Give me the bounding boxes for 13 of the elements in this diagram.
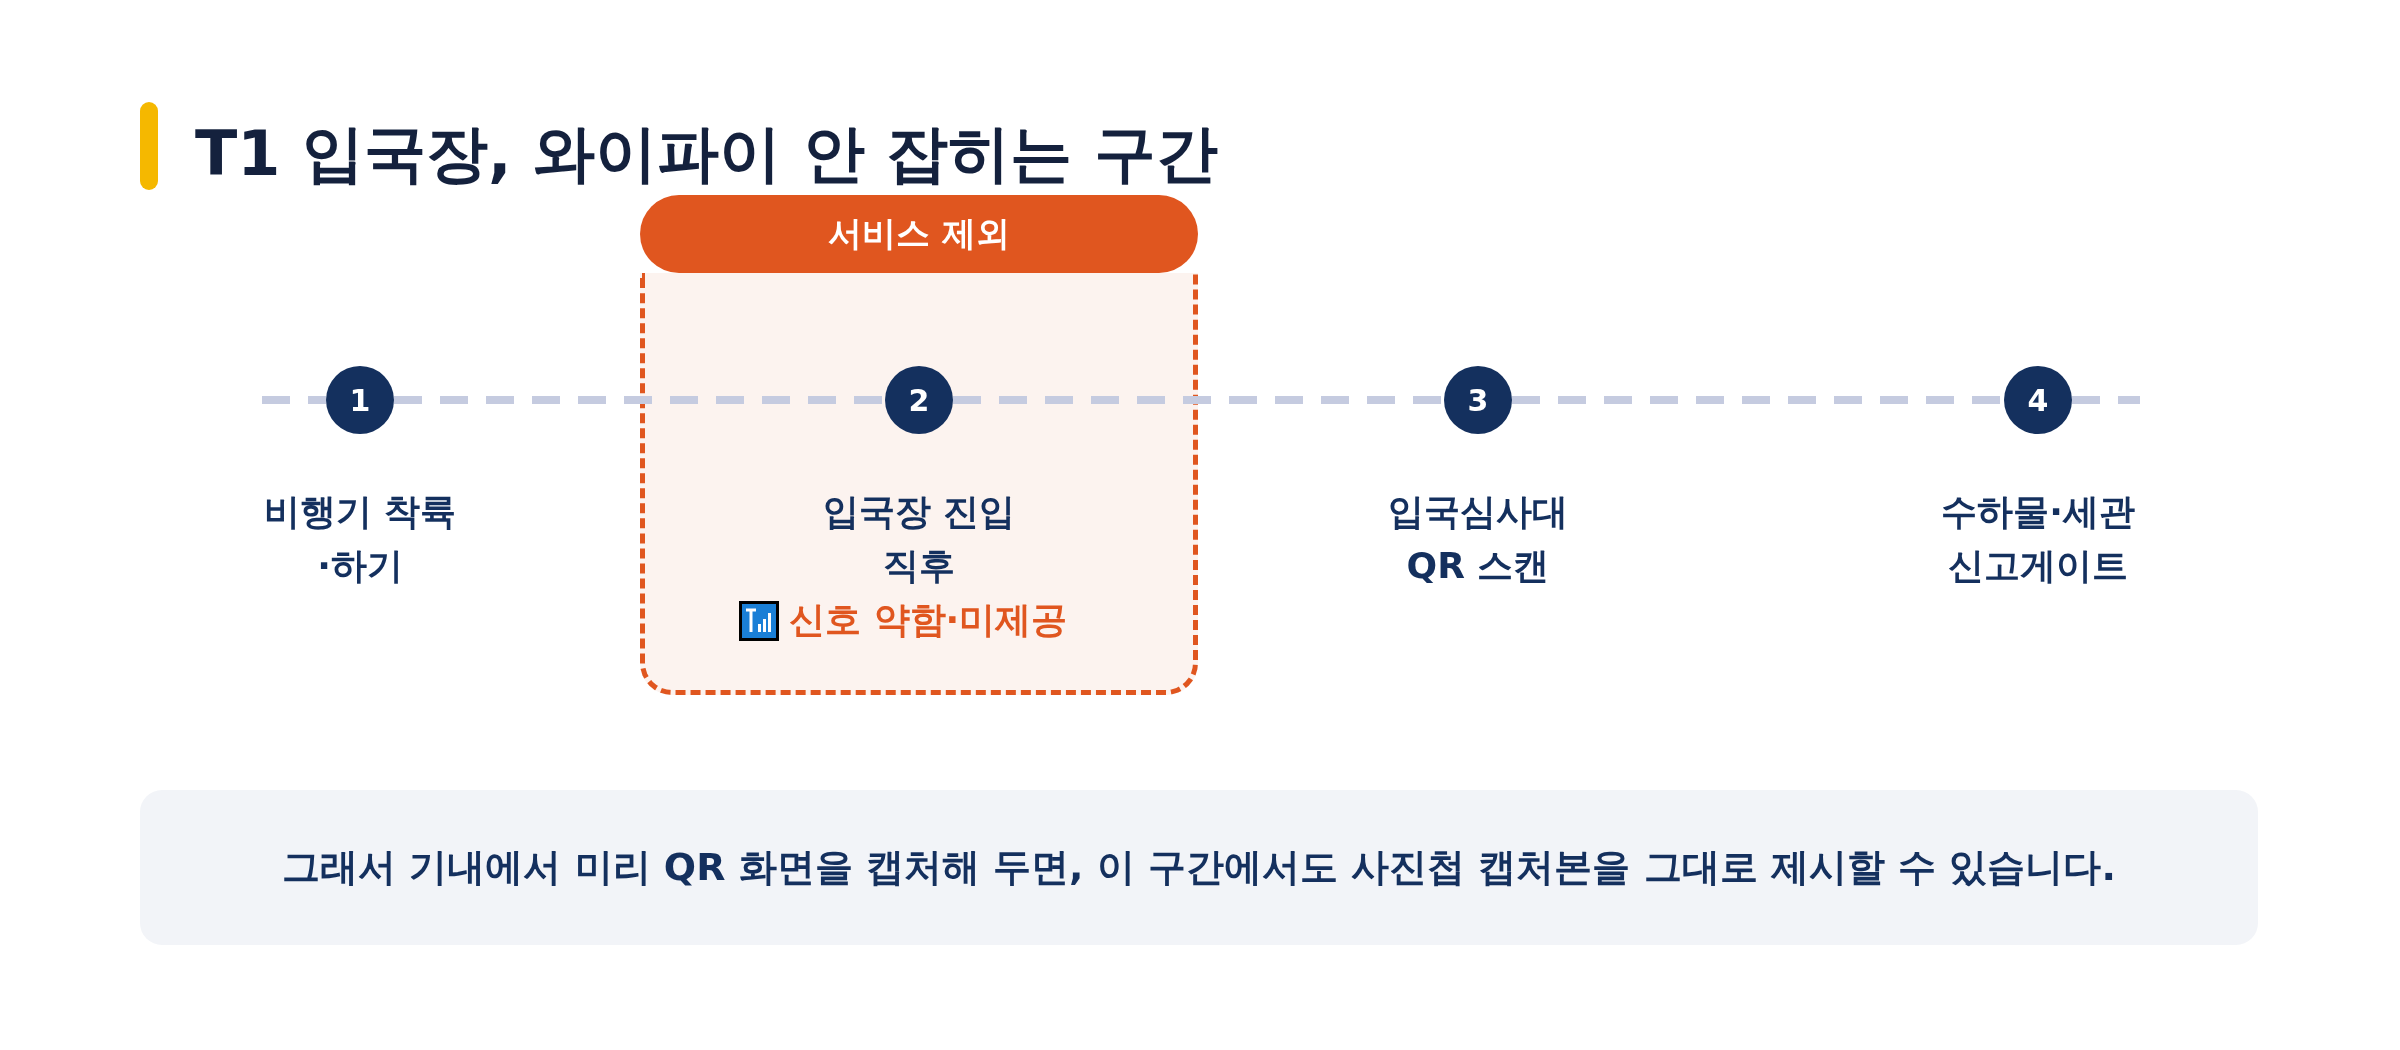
warning-text: 신호 약함·미제공: [789, 598, 1068, 642]
step-label: 수하물·세관 신고게이트: [1940, 490, 2136, 588]
step-number-circle: 4: [2004, 366, 2072, 434]
note-text: 그래서 기내에서 미리 QR 화면을 캡처해 두면, 이 구간에서도 사진첩 캡처본을 그대로 제시할 수 있습니다.: [282, 844, 2116, 891]
header-pill: 서비스 제외: [640, 195, 1198, 273]
timeline-line: [394, 396, 885, 404]
step-label: 입국장 진입 직후: [821, 490, 1017, 588]
title: T1 입국장, 와이파이 안 잡히는 구간: [195, 116, 1218, 192]
step-number-circle: 1: [326, 366, 394, 434]
step-label: 입국심사대 QR 스캔: [1387, 490, 1569, 588]
step-label: 비행기 착륙·하기: [262, 490, 458, 588]
step-number-circle: 3: [1444, 366, 1512, 434]
timeline-line: [953, 396, 1444, 404]
